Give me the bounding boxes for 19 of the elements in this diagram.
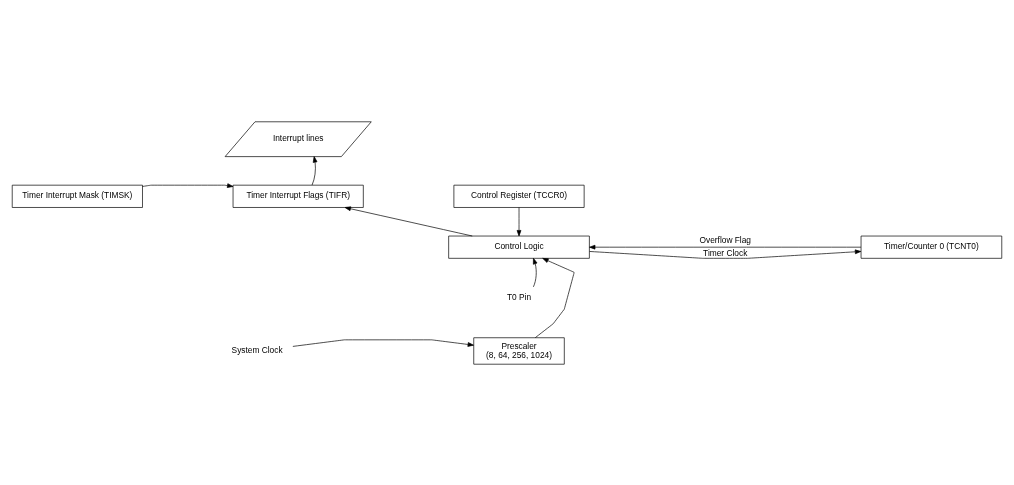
node-text: System Clock	[231, 344, 283, 355]
node-box: Timer Interrupt Mask (TIMSK)	[11, 184, 143, 208]
arrow	[344, 205, 473, 236]
arrow	[292, 338, 474, 347]
edge-label: Timer Clock	[703, 247, 748, 258]
arrow	[142, 182, 234, 188]
node-box: Prescaler (8, 64, 256, 1024)	[473, 336, 565, 365]
node-box: Timer/Counter 0 (TCNT0)	[860, 235, 1003, 259]
arrow	[534, 257, 575, 338]
node-text: T0 Pin	[506, 291, 532, 302]
edge-label: Overflow Flag	[699, 234, 751, 245]
node-box: Timer Interrupt Flags (TIFR)	[232, 184, 364, 208]
arrow	[589, 244, 862, 249]
arrow	[589, 249, 862, 259]
node-box: Control Register (TCCR0)	[453, 184, 585, 208]
node-box: Control Logic	[448, 235, 590, 259]
arrow	[533, 257, 538, 287]
arrow	[516, 206, 522, 236]
arrow	[311, 155, 318, 185]
